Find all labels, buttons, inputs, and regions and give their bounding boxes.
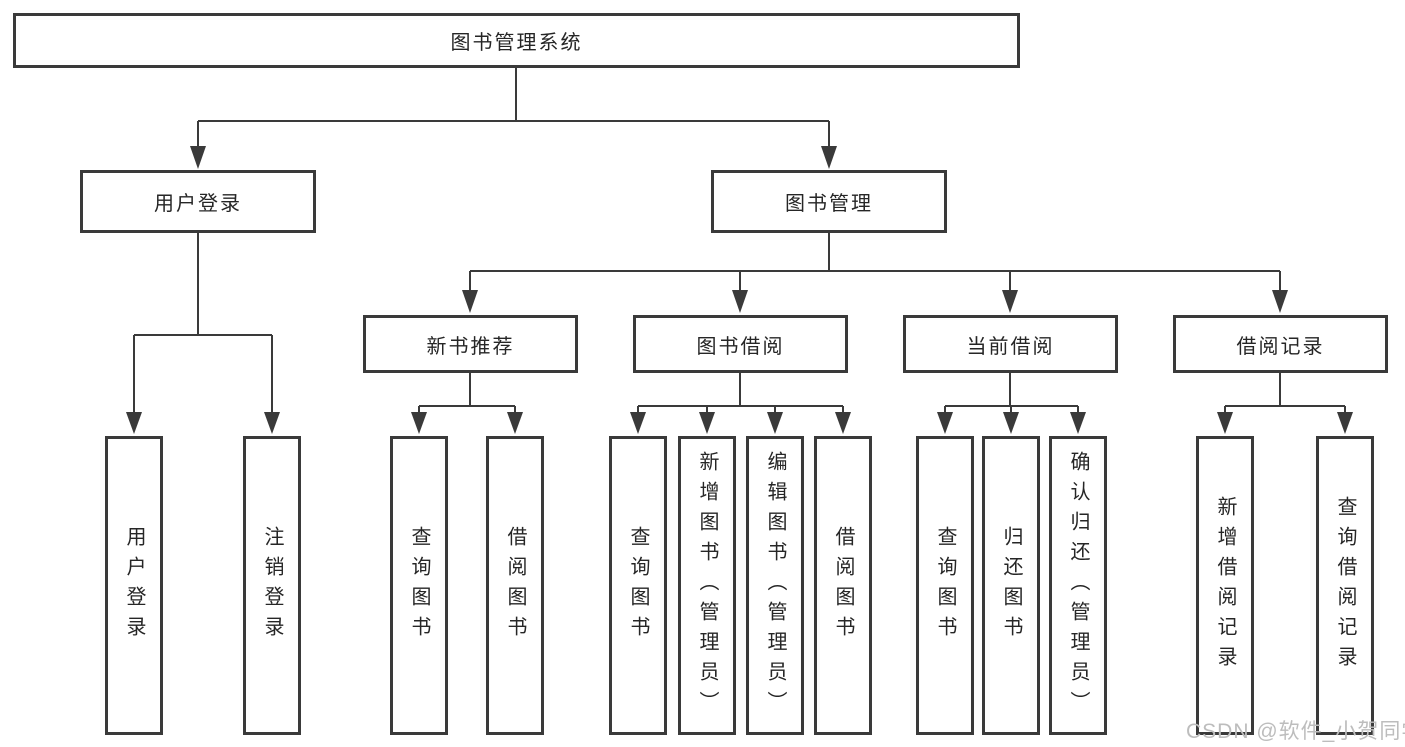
leaf-add-book-admin-label: 新增图书（管理员） — [696, 450, 718, 721]
node-book-management-label: 图书管理 — [785, 193, 873, 215]
leaf-add-borrow-record: 新增借阅记录 — [1196, 436, 1254, 735]
node-user-login-label: 用户登录 — [154, 193, 242, 215]
leaf-add-book-admin: 新增图书（管理员） — [678, 436, 736, 735]
node-new-book-recommendation-label: 新书推荐 — [426, 335, 515, 358]
leaf-borrow-books-recommend-label: 借阅图书 — [504, 525, 526, 646]
leaf-logout: 注销登录 — [243, 436, 301, 735]
node-book-borrowing: 图书借阅 — [633, 315, 848, 373]
leaf-query-books-borrowing-label: 查询图书 — [627, 525, 649, 646]
node-library-system-label: 图书管理系统 — [450, 32, 583, 54]
leaf-return-book-label: 归还图书 — [1000, 525, 1022, 646]
leaf-borrow-books-borrowing: 借阅图书 — [814, 436, 872, 735]
leaf-query-books-recommend: 查询图书 — [390, 436, 448, 735]
leaf-query-borrow-record-label: 查询借阅记录 — [1334, 495, 1356, 676]
node-borrowing-records: 借阅记录 — [1173, 315, 1388, 373]
leaf-add-borrow-record-label: 新增借阅记录 — [1214, 495, 1236, 676]
node-user-login: 用户登录 — [80, 170, 316, 233]
leaf-borrow-books-recommend: 借阅图书 — [486, 436, 544, 735]
leaf-query-borrow-record: 查询借阅记录 — [1316, 436, 1374, 735]
leaf-query-books-borrowing: 查询图书 — [609, 436, 667, 735]
leaf-user-login-label: 用户登录 — [123, 525, 145, 646]
leaf-edit-book-admin-label: 编辑图书（管理员） — [764, 450, 786, 721]
csdn-watermark: CSDN @软件_小贺同学 — [1186, 720, 1405, 743]
node-book-borrowing-label: 图书借阅 — [696, 335, 785, 358]
leaf-query-books-current: 查询图书 — [916, 436, 974, 735]
leaf-query-books-recommend-label: 查询图书 — [408, 525, 430, 646]
leaf-confirm-return-admin: 确认归还（管理员） — [1049, 436, 1107, 735]
arrowheads — [126, 146, 1353, 434]
node-current-borrowing: 当前借阅 — [903, 315, 1118, 373]
leaf-borrow-books-borrowing-label: 借阅图书 — [832, 525, 854, 646]
leaf-logout-label: 注销登录 — [261, 525, 283, 646]
leaf-query-books-current-label: 查询图书 — [934, 525, 956, 646]
node-book-management: 图书管理 — [711, 170, 947, 233]
node-current-borrowing-label: 当前借阅 — [966, 335, 1055, 358]
leaf-return-book: 归还图书 — [982, 436, 1040, 735]
leaf-edit-book-admin: 编辑图书（管理员） — [746, 436, 804, 735]
node-library-system: 图书管理系统 — [13, 13, 1020, 68]
node-borrowing-records-label: 借阅记录 — [1236, 335, 1325, 358]
leaf-confirm-return-admin-label: 确认归还（管理员） — [1067, 450, 1089, 721]
node-new-book-recommendation: 新书推荐 — [363, 315, 578, 373]
leaf-user-login: 用户登录 — [105, 436, 163, 735]
